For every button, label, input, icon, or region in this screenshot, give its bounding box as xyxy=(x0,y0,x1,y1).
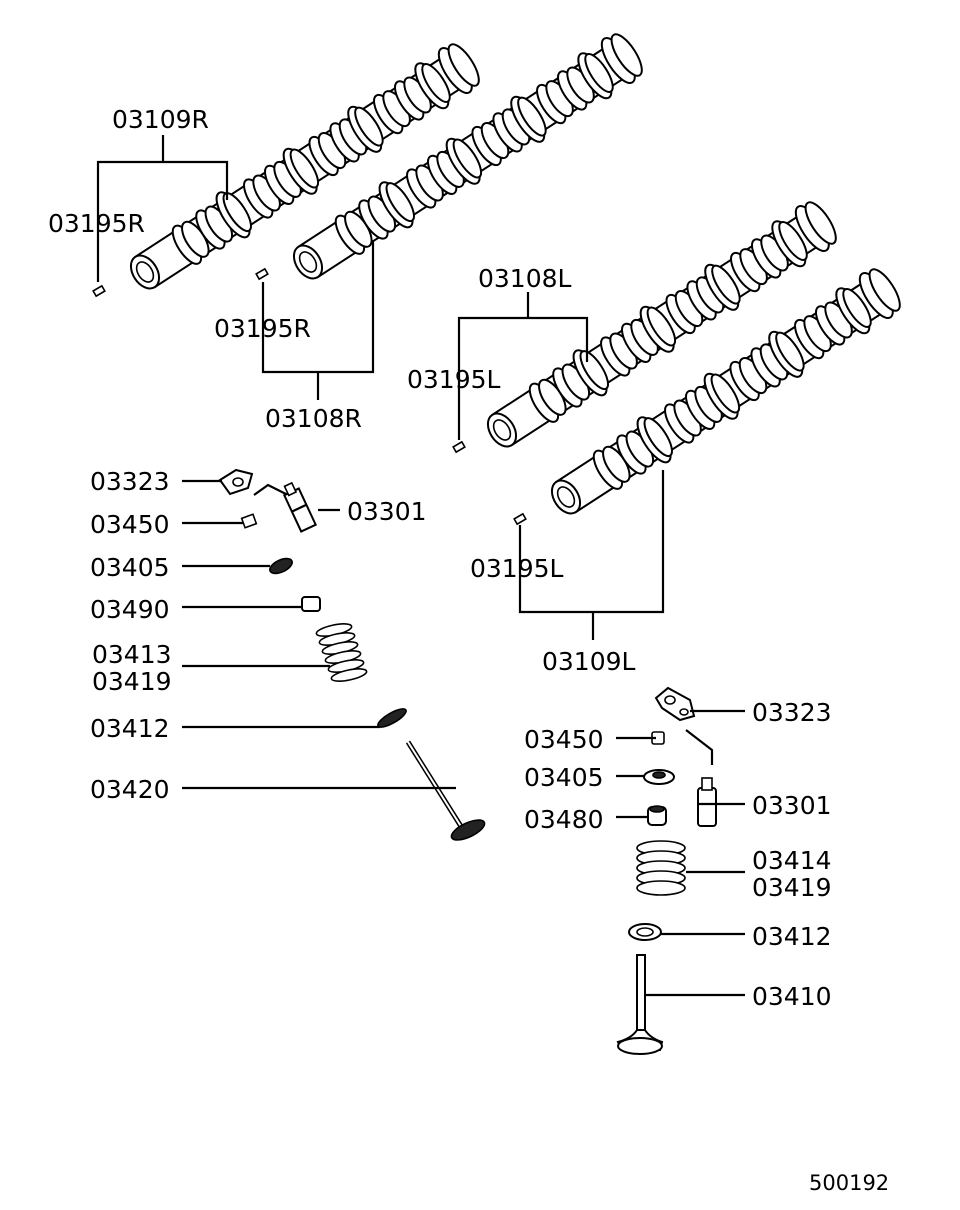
label-key-ex-r: 03195R xyxy=(48,209,145,238)
label-retainer-left: 03405 xyxy=(90,553,170,582)
valve-spring-right xyxy=(636,840,686,896)
key-icon xyxy=(513,513,527,525)
label-cam-in-r: 03108R xyxy=(265,404,362,433)
label-pivot-right: 03450 xyxy=(524,725,604,754)
label-valve-right: 03410 xyxy=(752,982,832,1011)
spring-seat-left xyxy=(377,708,407,728)
retainer-left xyxy=(269,557,293,575)
label-cam-ex-l: 03109L xyxy=(542,647,636,676)
label-spring-left-b: 03419 xyxy=(92,667,172,696)
leader-lines-left xyxy=(182,479,456,790)
label-key-in-l: 03195L xyxy=(407,365,501,394)
label-rocker-right: 03323 xyxy=(752,698,832,727)
label-retainer-right: 03405 xyxy=(524,763,604,792)
labels: 03109R 03195R 03195R 03108R 03108L 03195… xyxy=(48,105,889,1195)
label-seat-right: 03412 xyxy=(752,922,832,951)
pivot-left xyxy=(240,513,258,529)
leader-lines-camshafts xyxy=(96,135,665,640)
valve-spring-left xyxy=(315,623,368,682)
label-adjuster-right: 03301 xyxy=(752,791,832,820)
label-seal-left: 03490 xyxy=(90,595,170,624)
label-spring-right-b: 03419 xyxy=(752,873,832,902)
label-pivot-left: 03450 xyxy=(90,510,170,539)
label-cam-in-l: 03108L xyxy=(478,264,572,293)
label-adjuster-left: 03301 xyxy=(347,497,427,526)
stem-seal-right xyxy=(647,805,667,826)
key-icon xyxy=(452,441,466,453)
label-seat-left: 03412 xyxy=(90,714,170,743)
rocker-arm-left xyxy=(218,468,254,496)
label-key-ex-l: 03195L xyxy=(470,554,564,583)
retainer-right xyxy=(643,769,675,785)
label-rocker-left: 03323 xyxy=(90,467,170,496)
valve-right xyxy=(616,954,664,1055)
rocker-arm-right xyxy=(654,686,696,722)
label-cam-ex-r: 03109R xyxy=(112,105,209,134)
label-spring-left-a: 03413 xyxy=(92,640,172,669)
label-key-in-r: 03195R xyxy=(214,314,311,343)
valve-left xyxy=(405,740,486,841)
key-icon xyxy=(255,268,269,280)
leader-dash xyxy=(685,729,714,765)
label-valve-left: 03420 xyxy=(90,775,170,804)
diagram-code: 500192 xyxy=(809,1171,889,1195)
lash-adjuster-right xyxy=(697,777,717,827)
lash-adjuster-left xyxy=(282,481,318,533)
stem-seal-left xyxy=(301,596,321,612)
key-icon xyxy=(92,285,106,297)
label-seal-right: 03480 xyxy=(524,805,604,834)
spring-seat-right xyxy=(628,923,662,941)
leader-dash xyxy=(253,483,289,496)
label-spring-right-a: 03414 xyxy=(752,846,832,875)
leader-lines-right xyxy=(616,709,745,997)
